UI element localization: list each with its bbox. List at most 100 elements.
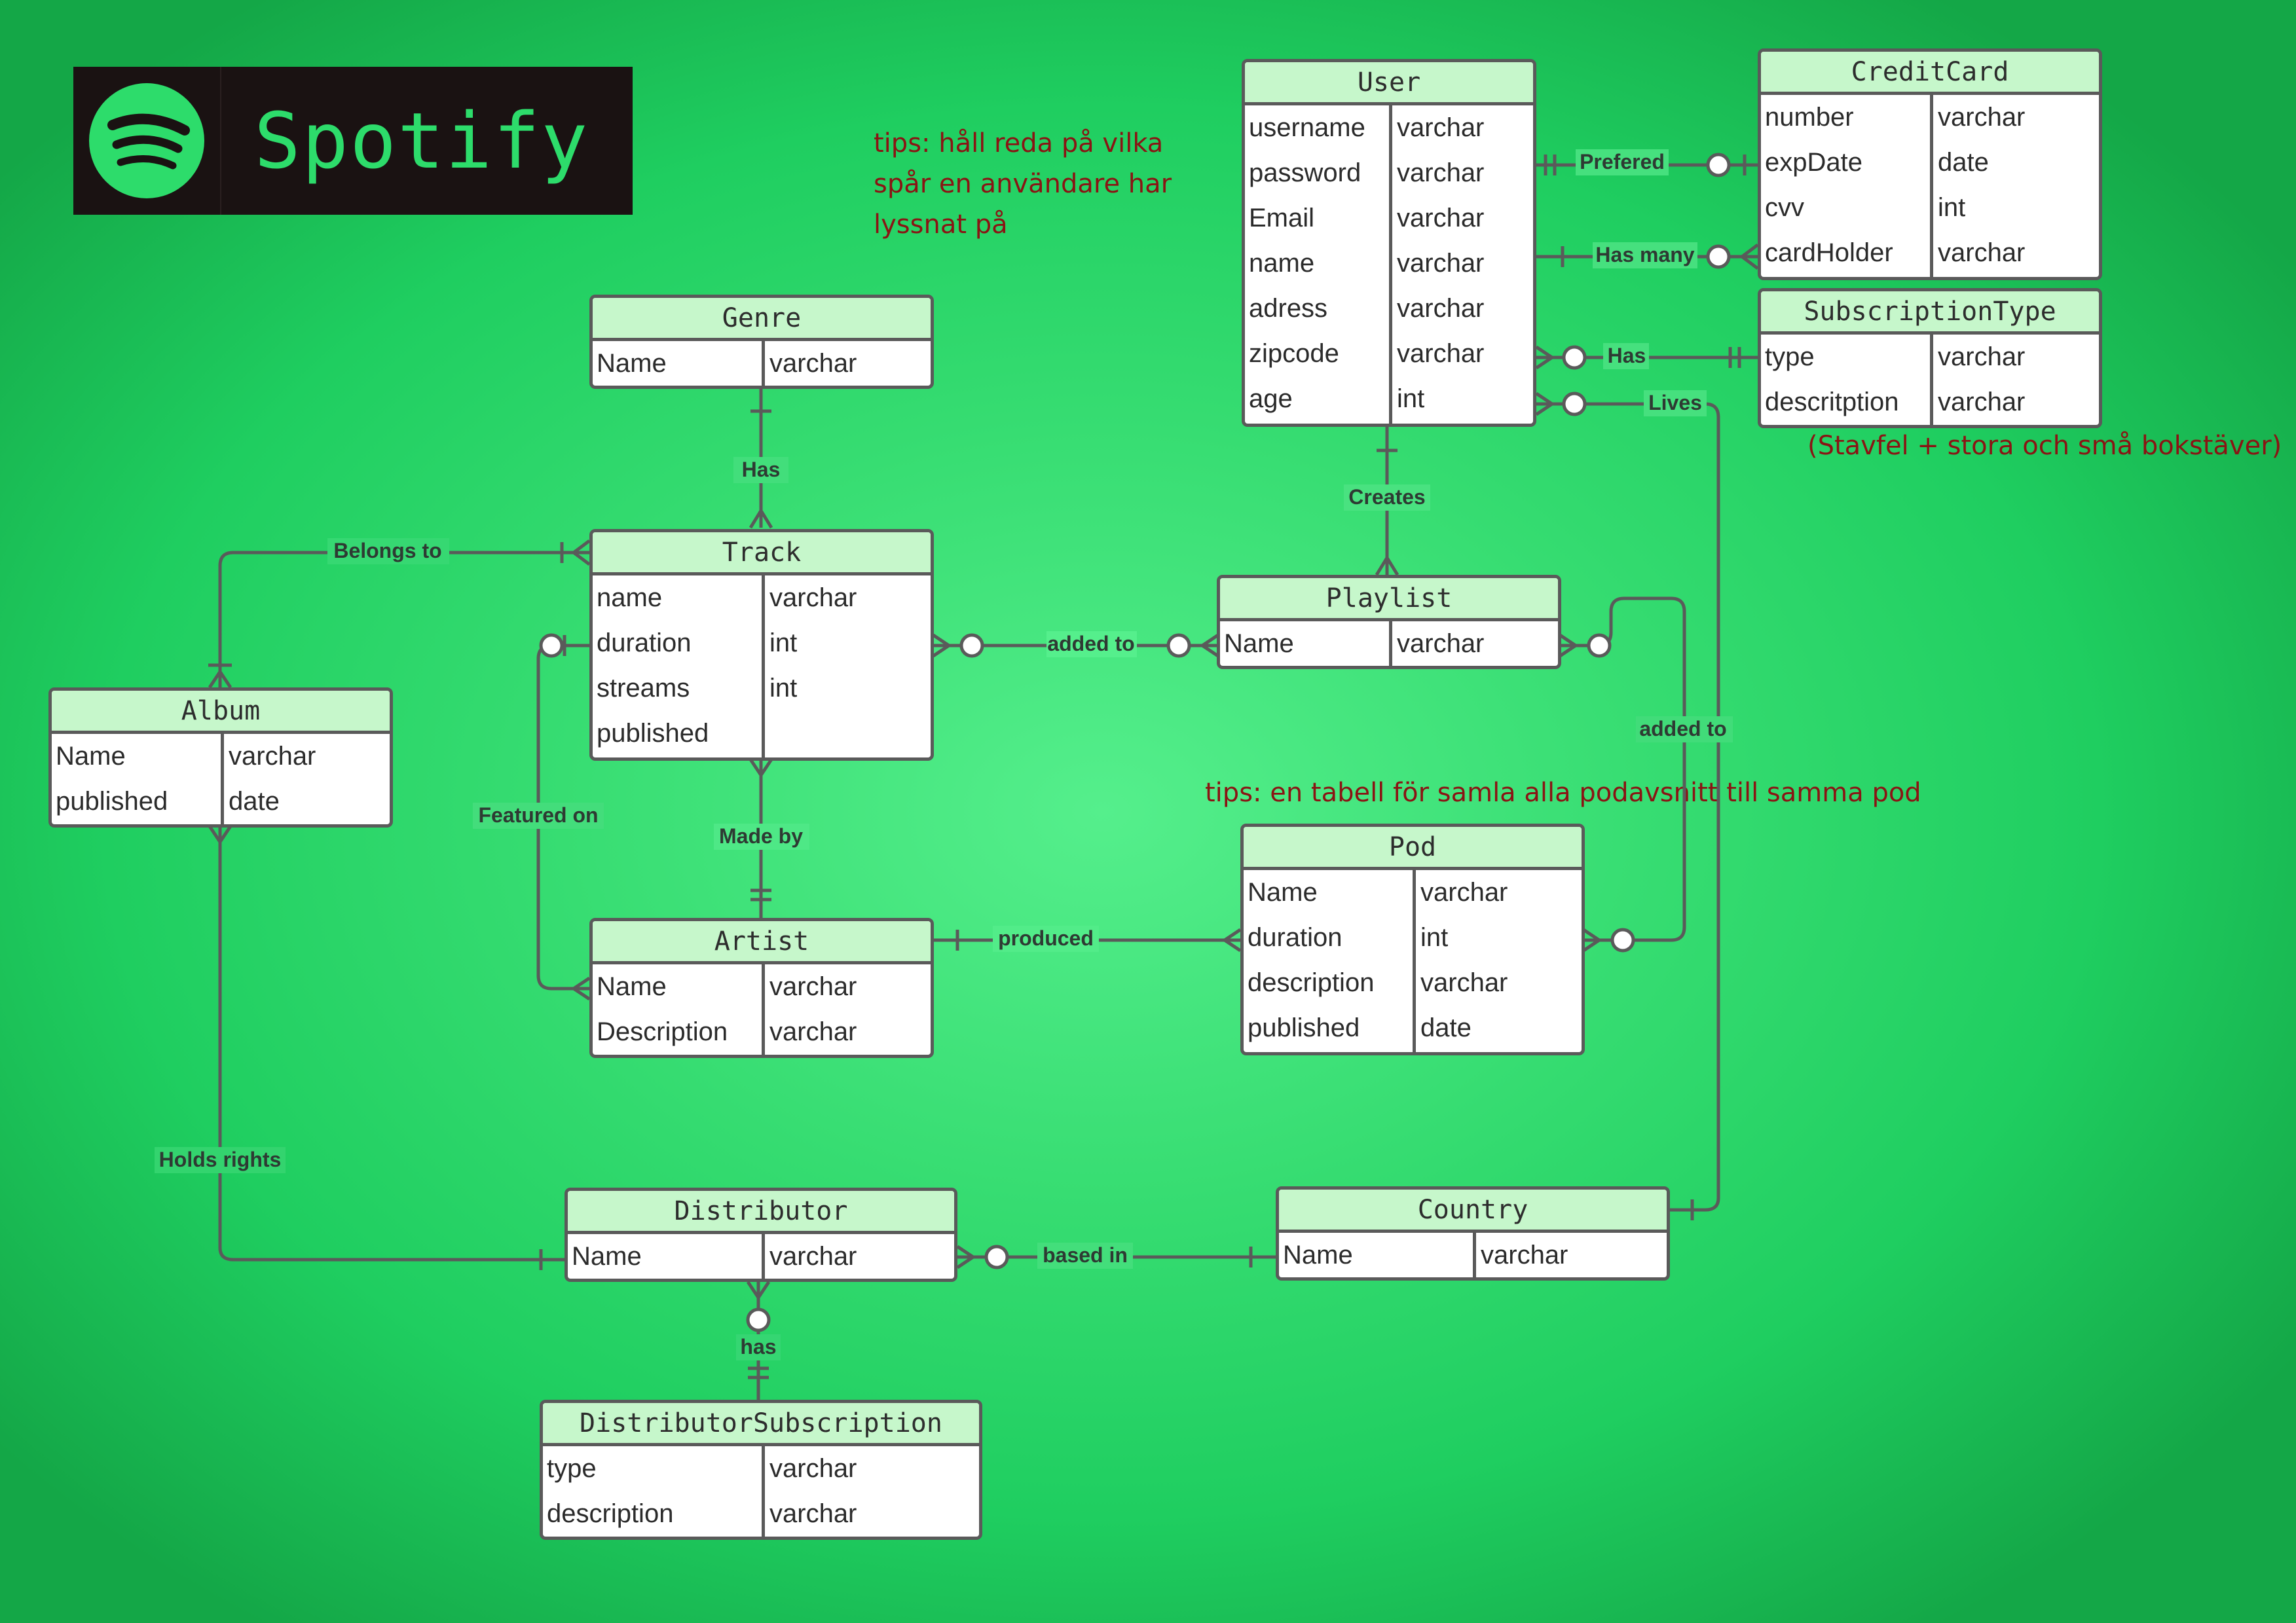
field-type: int (1420, 923, 1449, 952)
field-name: published (1248, 1013, 1360, 1042)
field-name: type (547, 1454, 597, 1483)
field-name: Description (597, 1017, 728, 1046)
line-user-country-lives (1536, 402, 1720, 1212)
field-row: Email varchar (1245, 196, 1533, 241)
field-type: varchar (1397, 629, 1485, 658)
field-name: zipcode (1249, 339, 1339, 368)
spotify-icon (89, 83, 204, 198)
spotify-logo: Spotify (73, 67, 633, 215)
field-type: varchar (1938, 342, 2026, 371)
field-type: int (1397, 384, 1425, 413)
logo-title: Spotify (254, 96, 589, 186)
field-name: duration (1248, 923, 1342, 952)
field-name: name (1249, 249, 1315, 278)
field-row: descritption varchar (1761, 380, 2099, 425)
label-lives: Lives (1648, 391, 1702, 414)
label-made-by: Made by (719, 824, 803, 848)
field-row: Name varchar (1220, 621, 1558, 666)
field-type: varchar (1397, 113, 1485, 142)
field-row: duration int (1244, 915, 1582, 960)
field-row: type varchar (1761, 335, 2099, 380)
entity-title: DistributorSubscription (543, 1403, 979, 1446)
logo-icon-box (73, 67, 221, 215)
field-type: varchar (769, 583, 857, 612)
field-name: Name (572, 1242, 642, 1271)
field-name: description (547, 1499, 674, 1528)
entity-title: Album (52, 691, 390, 734)
field-type: varchar (1397, 204, 1485, 232)
field-name: duration (597, 629, 692, 657)
field-type: date (229, 787, 280, 816)
entity-title: Playlist (1220, 578, 1558, 621)
field-name: streams (597, 674, 690, 702)
line-track-album (218, 551, 589, 687)
field-type: varchar (1420, 878, 1508, 907)
line-playlist-pod (1560, 596, 1686, 942)
label-holds-rights: Holds rights (159, 1148, 282, 1171)
field-row: password varchar (1245, 151, 1533, 196)
field-name: published (597, 719, 709, 748)
entity-title: Pod (1244, 827, 1582, 870)
entity-title: Country (1279, 1190, 1667, 1233)
label-distributor-has: has (740, 1335, 776, 1359)
field-type: int (769, 674, 798, 702)
field-type: varchar (769, 349, 857, 378)
field-name: cvv (1765, 193, 1804, 222)
field-type: varchar (769, 1242, 857, 1271)
entity-distributor: Distributor Name varchar (565, 1188, 957, 1282)
field-type: varchar (1938, 388, 2026, 416)
field-row: streams int (593, 666, 931, 711)
label-prefered: Prefered (1580, 150, 1665, 173)
field-name: Name (1224, 629, 1294, 658)
field-row: cvv int (1761, 185, 2099, 230)
field-name: descritption (1765, 388, 1899, 416)
field-name: description (1248, 968, 1375, 997)
entity-distributorsubscription: DistributorSubscription type varchar desc… (540, 1400, 982, 1540)
label-added-to-playlist: added to (1047, 632, 1134, 655)
field-name: adress (1249, 294, 1328, 323)
field-name: Name (1283, 1241, 1353, 1269)
label-genre-has: Has (742, 458, 781, 481)
field-row: published (593, 711, 931, 756)
field-type: varchar (769, 972, 857, 1001)
field-name: cardHolder (1765, 238, 1893, 267)
field-row: name varchar (1245, 241, 1533, 286)
line-album-distributor (218, 826, 566, 1262)
field-type: varchar (1397, 158, 1485, 187)
field-type: varchar (1397, 249, 1485, 278)
field-name: password (1249, 158, 1361, 187)
entity-title: SubscriptionType (1761, 291, 2099, 335)
field-name: Name (1248, 878, 1318, 907)
label-has-many: Has many (1595, 243, 1694, 266)
field-type: int (1938, 193, 1966, 222)
entity-title: Distributor (568, 1191, 954, 1234)
field-name: type (1765, 342, 1815, 371)
label-added-to-pod: added to (1639, 717, 1726, 740)
field-type: varchar (769, 1017, 857, 1046)
tip-podcast: tips: en tabell för samla alla podavsnit… (1205, 778, 1921, 808)
label-featured-on: Featured on (478, 803, 598, 827)
field-name: Email (1249, 204, 1315, 232)
field-type: varchar (229, 742, 316, 771)
tip-spelling: (Stavfel + stora och små bokstäver) (1807, 431, 2282, 461)
tip-listened: tips: håll reda på vilka spår en använda… (874, 128, 1172, 240)
field-type: varchar (1938, 103, 2026, 132)
field-name: age (1249, 384, 1293, 413)
field-type: varchar (769, 1499, 857, 1528)
field-row: age int (1245, 376, 1533, 422)
